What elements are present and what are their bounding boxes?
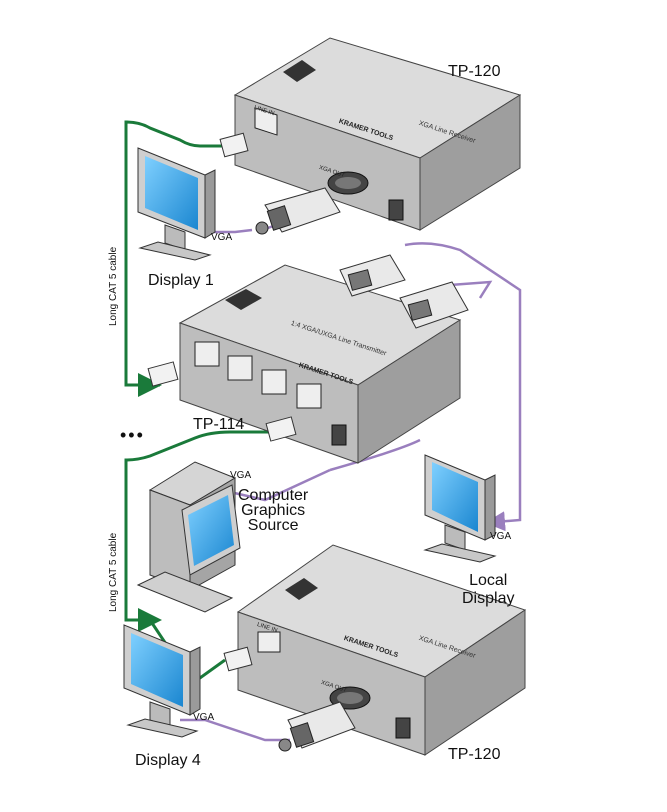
label-local-display: Local Display [462,572,514,608]
computer-graphics-source [136,461,241,613]
label-local-line2: Display [462,590,515,607]
label-cable-top: Long CAT 5 cable [108,246,119,326]
label-local-line1: Local [469,572,508,589]
label-vga-display4: VGA [193,712,215,723]
label-tp114: TP-114 [193,416,245,433]
label-computer-graphics-source: Computer Graphics Source [238,487,309,534]
vga-connector-top [255,187,341,235]
label-vga-local: VGA [490,531,512,542]
label-cgs-line1: Computer [238,487,309,504]
label-vga-display1: VGA [211,232,233,243]
transmitter [147,264,462,464]
vga-connector-mid [339,254,469,329]
label-display4: Display 4 [135,752,201,769]
vga-connector-bottom [278,701,356,752]
label-cable-bottom: Long CAT 5 cable [108,532,119,612]
monitor-display1 [137,147,216,261]
label-cgs-line3: Source [247,517,299,534]
label-cgs-line2: Graphics [241,502,306,519]
label-tp120-bottom: TP-120 [448,746,501,763]
label-vga-cgs: VGA [230,470,252,481]
label-tp120-top: TP-120 [448,63,501,80]
monitor-display4 [123,624,201,738]
label-ellipsis: ••• [120,425,145,445]
label-display1: Display 1 [148,272,214,289]
receiver-top [219,37,522,231]
monitor-local-display [423,454,497,563]
